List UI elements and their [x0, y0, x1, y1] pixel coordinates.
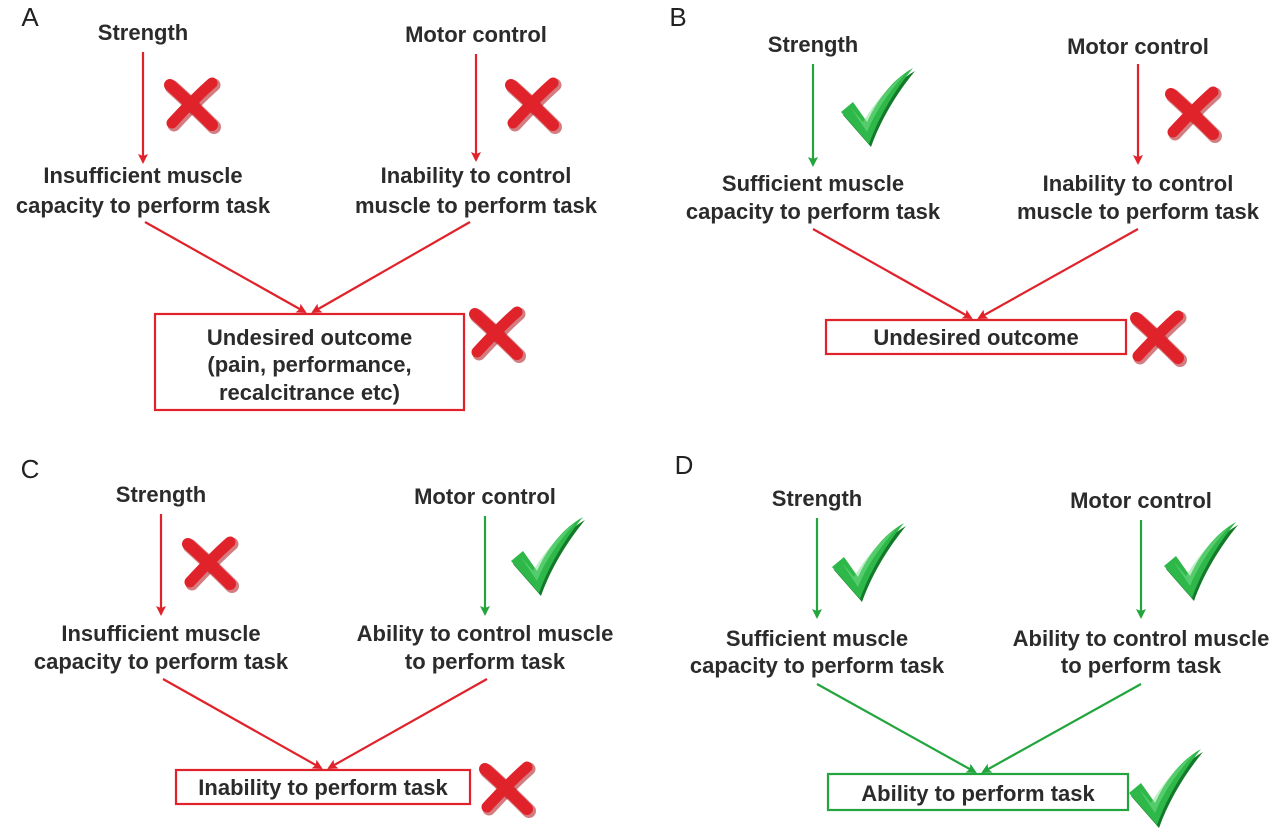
motor-control-result-text: Ability to control muscle	[1013, 626, 1270, 651]
check-icon	[1164, 522, 1238, 601]
panel-letter: A	[21, 2, 39, 32]
check-icon	[841, 68, 915, 147]
cross-icon	[469, 306, 526, 363]
cross-icon	[182, 536, 239, 593]
converge-arrow-right	[327, 678, 488, 769]
strength-title: Strength	[768, 32, 858, 57]
cross-icon	[164, 77, 221, 134]
panel-letter: C	[21, 454, 40, 484]
outcome-box	[174, 768, 472, 806]
outcome-text: Undesired outcome	[873, 325, 1078, 350]
converge-arrow-left	[162, 678, 323, 769]
strength-result-text: Insufficient muscle	[43, 163, 242, 188]
motor-control-title: Motor control	[1067, 34, 1209, 59]
strength-result-text: capacity to perform task	[686, 199, 941, 224]
motor-control-result-text: to perform task	[1061, 653, 1222, 678]
motor-control-result-text: to perform task	[405, 649, 566, 674]
converge-arrow-left	[816, 683, 977, 773]
check-icon	[1129, 749, 1203, 828]
outcome-text: Ability to perform task	[861, 781, 1095, 806]
cross-icon	[1130, 310, 1187, 367]
cross-icon	[505, 77, 562, 134]
cross-icon	[479, 761, 536, 818]
motor-control-result-text: Inability to control	[381, 163, 572, 188]
motor-control-result-text: Ability to control muscle	[357, 621, 614, 646]
outcome-box	[153, 312, 466, 412]
strength-title: Strength	[772, 486, 862, 511]
check-icon	[511, 517, 585, 596]
cross-icon	[1165, 86, 1222, 143]
strength-result-text: Insufficient muscle	[61, 621, 260, 646]
panel-letter: D	[675, 450, 694, 480]
motor-control-title: Motor control	[1070, 488, 1212, 513]
panel-letter: B	[669, 2, 686, 32]
outcome-text: Undesired outcome	[207, 325, 412, 350]
motor-control-title: Motor control	[414, 484, 556, 509]
motor-control-title: Motor control	[405, 22, 547, 47]
check-icon	[832, 523, 906, 602]
motor-control-result-text: Inability to control	[1043, 171, 1234, 196]
converge-arrow-left	[812, 228, 973, 319]
strength-result-text: capacity to perform task	[34, 649, 289, 674]
outcome-box	[824, 318, 1128, 356]
strength-result-text: Sufficient muscle	[726, 626, 908, 651]
strength-result-text: capacity to perform task	[16, 193, 271, 218]
outcome-box	[826, 772, 1130, 812]
strength-title: Strength	[116, 482, 206, 507]
converge-arrow-left	[144, 221, 307, 313]
outcome-text: recalcitrance etc)	[219, 380, 400, 405]
strength-result-text: Sufficient muscle	[722, 171, 904, 196]
converge-arrow-right	[981, 683, 1142, 773]
motor-control-result-text: muscle to perform task	[1017, 199, 1260, 224]
motor-control-result-text: muscle to perform task	[355, 193, 598, 218]
outcome-text: (pain, performance,	[207, 352, 411, 377]
converge-arrow-right	[977, 228, 1139, 319]
strength-title: Strength	[98, 20, 188, 45]
outcome-text: Inability to perform task	[198, 775, 448, 800]
converge-arrow-right	[311, 221, 471, 313]
strength-result-text: capacity to perform task	[690, 653, 945, 678]
